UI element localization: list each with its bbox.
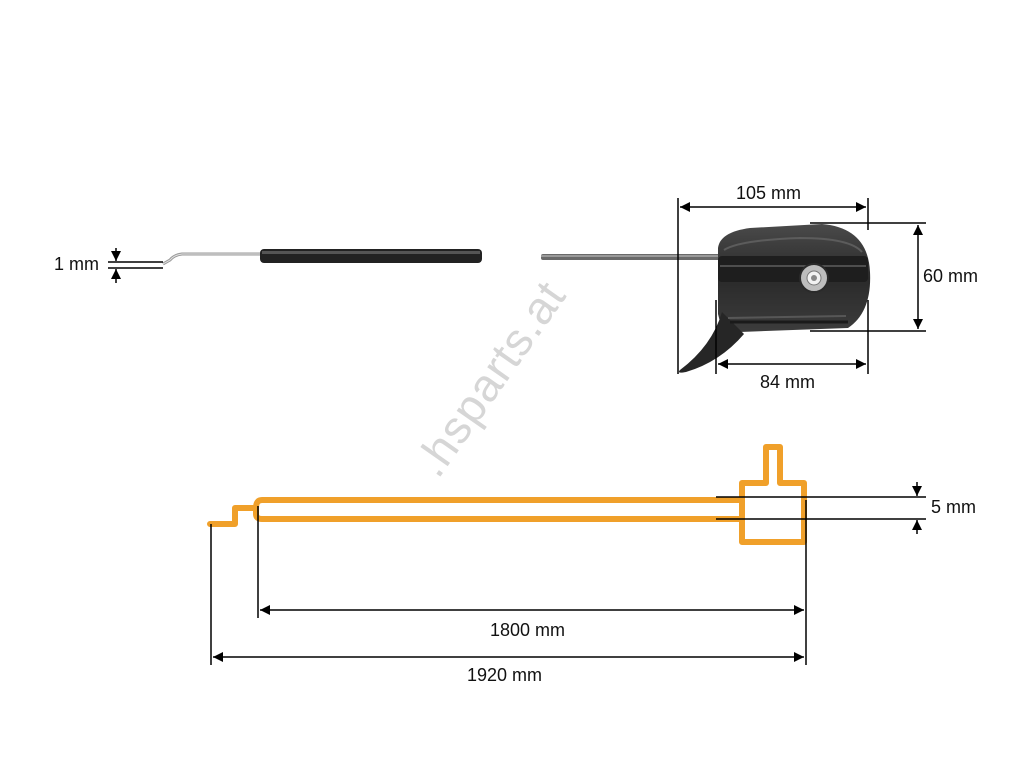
- dim-housing-width: 105 mm: [677, 183, 869, 374]
- end-box: [739, 444, 807, 545]
- label-housing-width: 105 mm: [736, 183, 801, 203]
- sleeve-outline: [253, 497, 745, 522]
- label-inner-length: 1800 mm: [490, 620, 565, 640]
- label-cable-diameter: 1 mm: [54, 254, 99, 274]
- cable-outline: [207, 444, 807, 545]
- watermark: .hsparts.at: [404, 271, 576, 486]
- label-housing-height: 60 mm: [923, 266, 978, 286]
- label-housing-base: 84 mm: [760, 372, 815, 392]
- dim-housing-base: 84 mm: [715, 300, 869, 392]
- dim-cable-diameter: 1 mm: [54, 248, 163, 283]
- dim-total-length: 1920 mm: [210, 524, 804, 685]
- dim-housing-height: 60 mm: [810, 222, 978, 332]
- lever-housing: [678, 224, 871, 373]
- label-total-length: 1920 mm: [467, 665, 542, 685]
- label-inner-gap: 5 mm: [931, 497, 976, 517]
- wire-end: [162, 252, 262, 266]
- dim-inner-gap: 5 mm: [716, 482, 976, 534]
- cable-photo: [162, 249, 723, 266]
- lever-tail: [678, 312, 744, 373]
- dim-inner-length: 1800 mm: [257, 500, 807, 665]
